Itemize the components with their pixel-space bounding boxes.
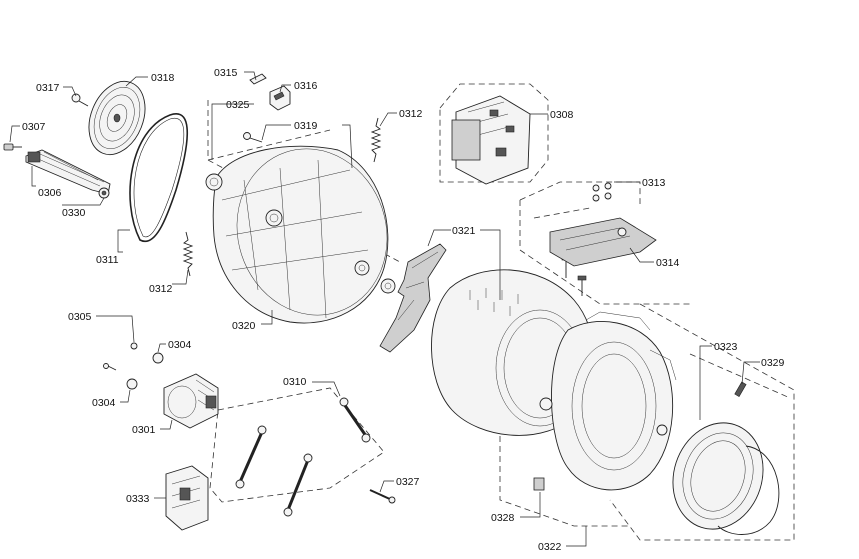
leader-lines (9, 71, 760, 547)
front-screw-part (734, 381, 747, 397)
tub-screw-part (243, 132, 263, 143)
heater-part (25, 149, 111, 195)
control-module-dashed-outline (439, 83, 549, 183)
drive-belt-part (129, 113, 188, 243)
pulley-bolt-part (71, 93, 89, 107)
heater-nut-part (98, 187, 110, 199)
temperature-sensor-part (269, 85, 291, 111)
motor-part (163, 373, 219, 429)
drum-pulley-part (88, 80, 146, 156)
shock-pin-part (369, 489, 396, 504)
label-0317: 0317 (36, 82, 60, 94)
label-0304-top: 0304 (168, 339, 192, 351)
label-0325: 0325 (226, 99, 250, 111)
label-0310: 0310 (283, 376, 307, 388)
label-0304: 0304 (92, 397, 116, 409)
tub-spring-top-part (370, 117, 382, 163)
rear-tub-part (205, 145, 396, 324)
tub-clip-part (533, 477, 545, 491)
tub-front-part (539, 311, 677, 491)
label-0315: 0315 (214, 67, 238, 79)
part-labels: 0317 0318 0307 0306 0330 0311 0312 0315 … (22, 67, 785, 553)
tub-assembly-dashed-outline (499, 303, 795, 541)
label-0314: 0314 (656, 257, 680, 269)
label-0328: 0328 (491, 512, 515, 524)
label-0311: 0311 (96, 254, 119, 266)
tub-front-dashed-outline (689, 353, 791, 399)
label-0321: 0321 (452, 225, 476, 237)
label-0330: 0330 (62, 207, 86, 219)
label-0301: 0301 (132, 424, 156, 436)
front-ring-part (672, 422, 780, 535)
label-0306: 0306 (38, 187, 62, 199)
counterweight-dashed-outline (519, 181, 690, 305)
label-0316: 0316 (294, 80, 318, 92)
control-module-part (451, 95, 531, 185)
motor-hardware-part (103, 342, 164, 390)
label-0333: 0333 (126, 493, 150, 505)
label-0307: 0307 (22, 121, 46, 133)
label-0312-bottom: 0312 (149, 283, 173, 295)
label-0313: 0313 (642, 177, 666, 189)
label-0312-top: 0312 (399, 108, 423, 120)
label-0305: 0305 (68, 311, 92, 323)
label-0319: 0319 (294, 120, 318, 132)
label-0327: 0327 (396, 476, 420, 488)
sensor-clip-part (249, 73, 267, 85)
label-0322: 0322 (538, 541, 562, 553)
label-0318: 0318 (151, 72, 175, 84)
label-0329: 0329 (761, 357, 785, 369)
counterweight-part (549, 217, 657, 267)
shock-absorbers-part (235, 397, 371, 517)
drum-spider-part (379, 243, 447, 353)
label-0320: 0320 (232, 320, 256, 332)
label-0323: 0323 (714, 341, 738, 353)
tub-spring-bottom-part (182, 231, 194, 277)
heater-screw-part (3, 143, 22, 151)
shock-absorber-dashed-outline (209, 387, 385, 503)
motor-control-board-part (165, 465, 209, 531)
label-0308: 0308 (550, 109, 574, 121)
